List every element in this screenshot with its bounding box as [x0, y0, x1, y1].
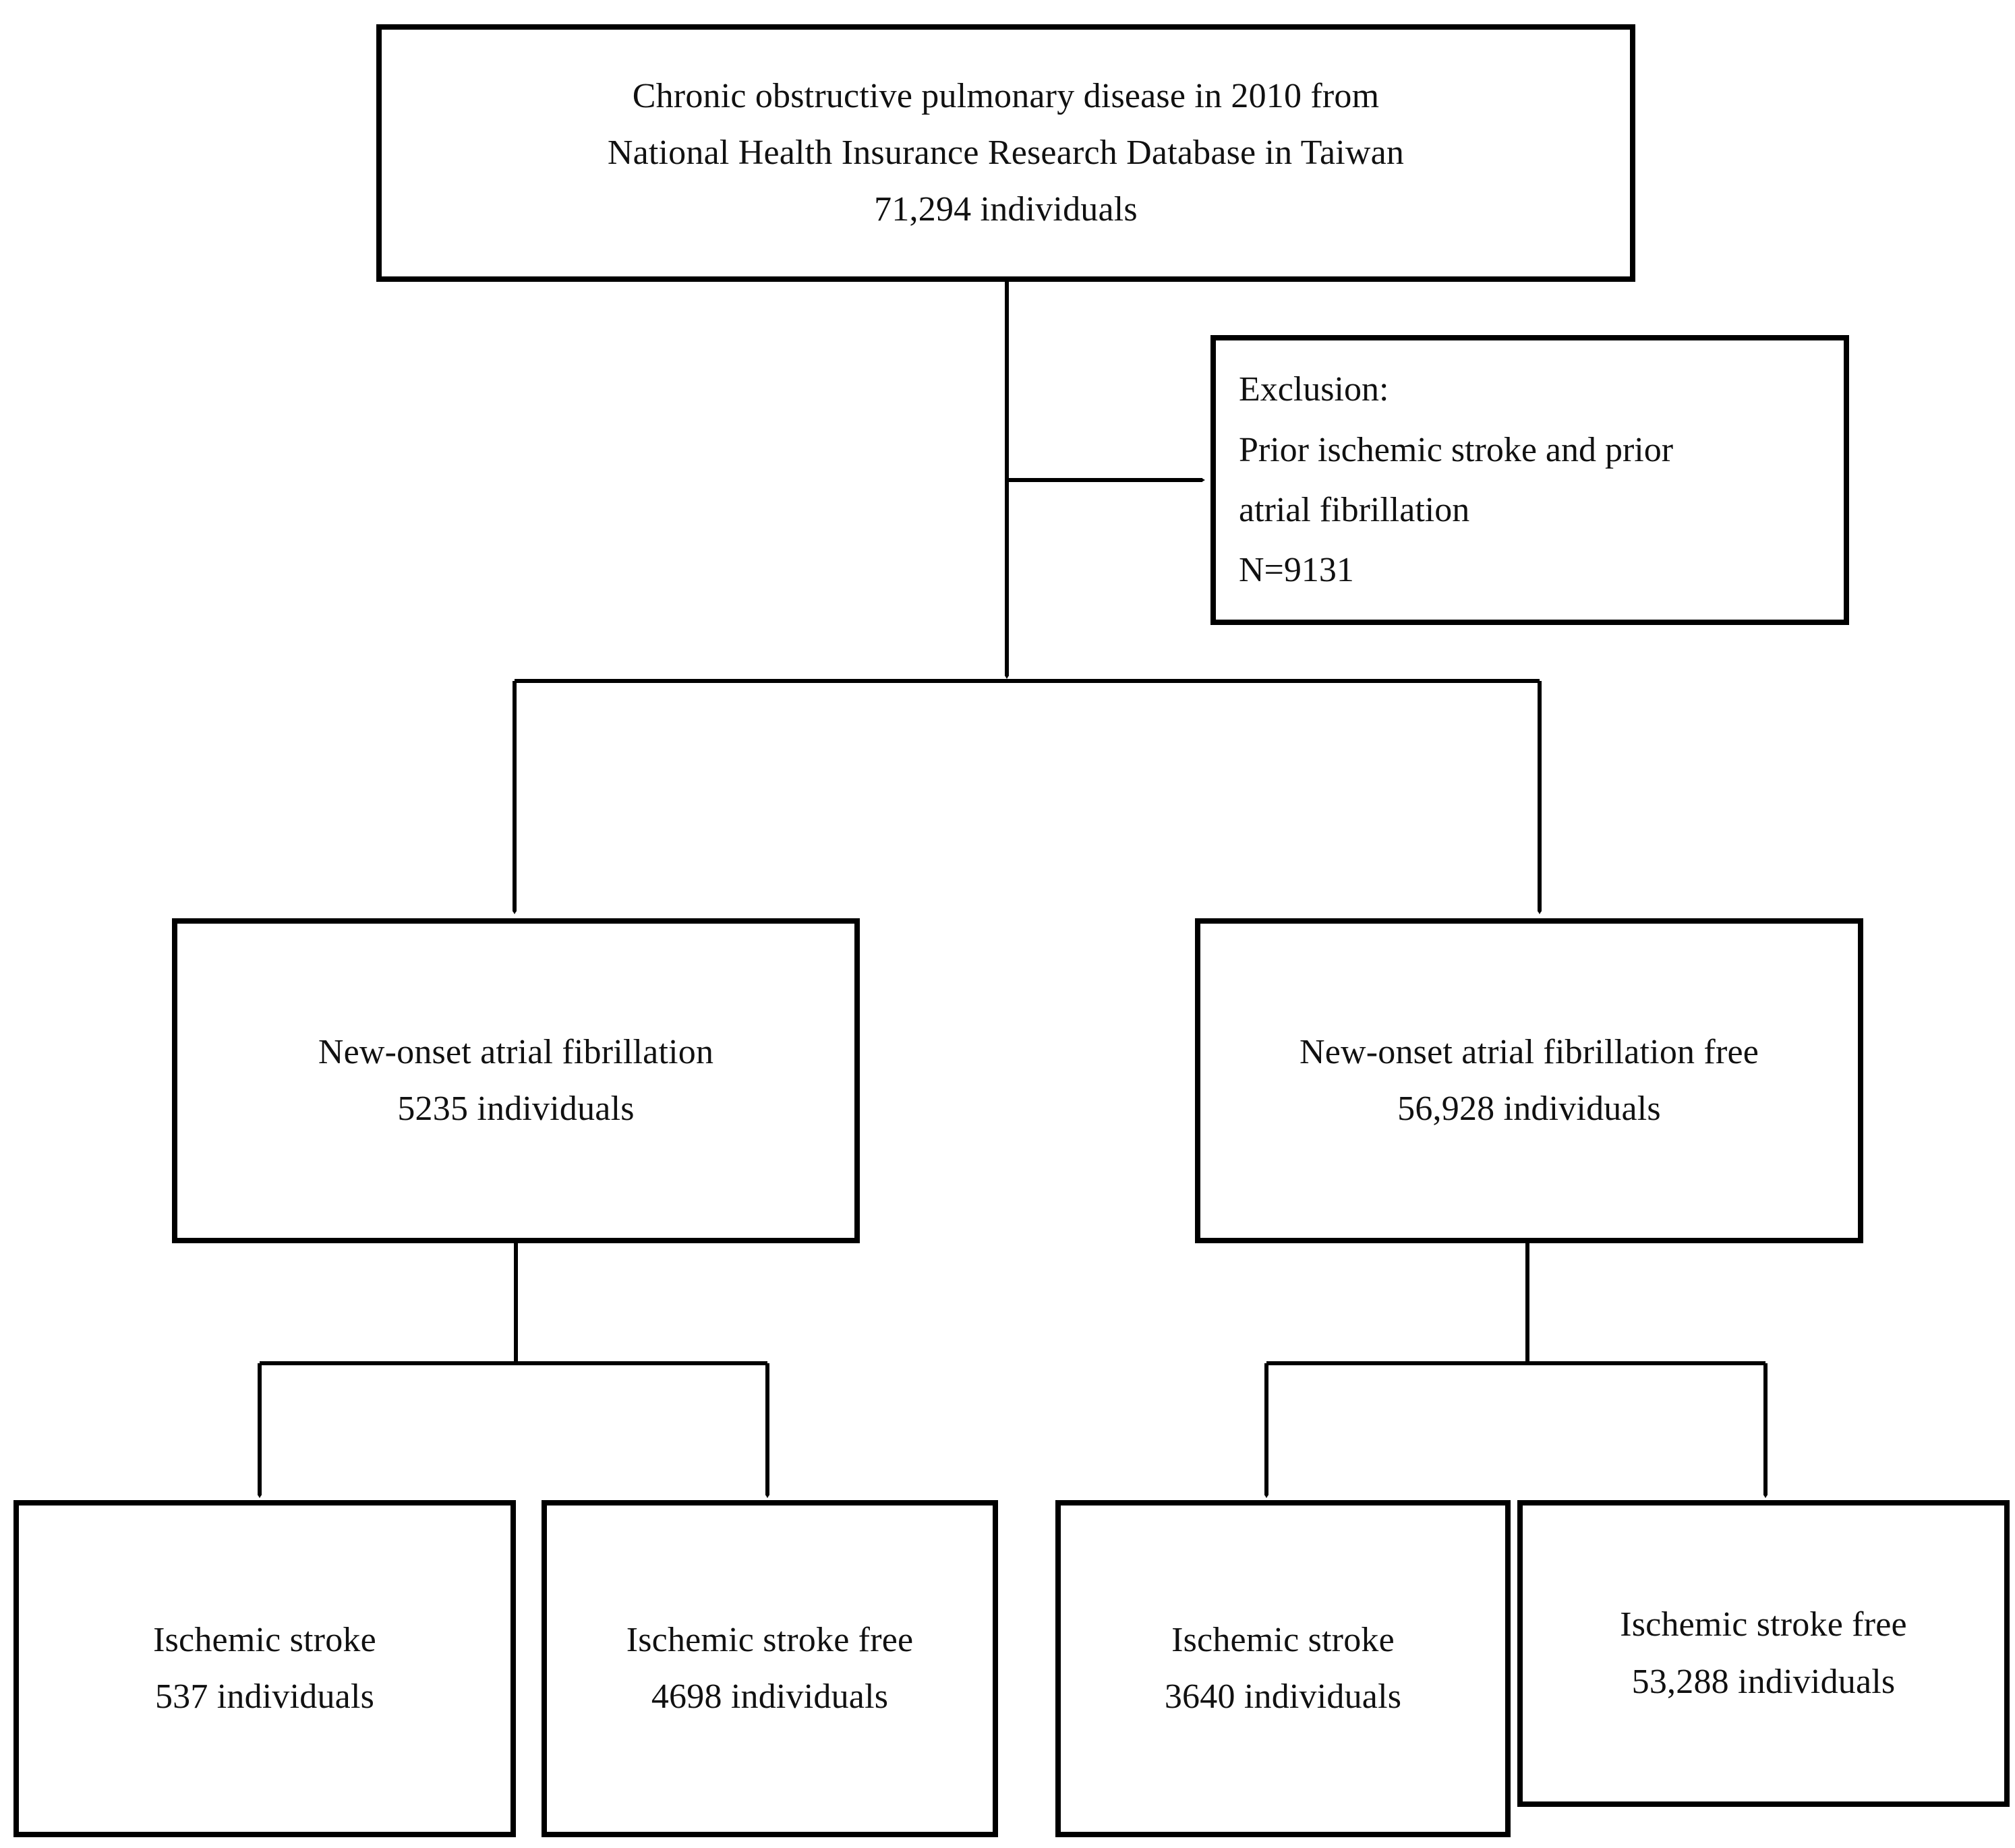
affree-ischemic-stroke-free-box: Ischemic stroke free 53,288 individuals [1517, 1500, 2010, 1807]
new-onset-af-box: New-onset atrial fibrillation 5235 indiv… [172, 918, 860, 1243]
affree-ischemic-stroke-line-1: Ischemic stroke [1171, 1620, 1395, 1659]
exclusion-line-2: Prior ischemic stroke and prior [1239, 430, 1674, 469]
exclusion-box: Exclusion: Prior ischemic stroke and pri… [1210, 335, 1849, 625]
af-ischemic-stroke-line-1: Ischemic stroke [153, 1620, 376, 1659]
affree-ischemic-stroke-box: Ischemic stroke 3640 individuals [1055, 1500, 1511, 1837]
af-ischemic-stroke-box: Ischemic stroke 537 individuals [13, 1500, 516, 1837]
affree-ischemic-stroke-free-line-2: 53,288 individuals [1631, 1662, 1896, 1701]
new-onset-af-line-2: 5235 individuals [397, 1090, 635, 1128]
exclusion-line-3: atrial fibrillation [1239, 491, 1470, 529]
new-onset-af-free-box: New-onset atrial fibrillation free 56,92… [1195, 918, 1863, 1243]
af-ischemic-stroke-free-line-1: Ischemic stroke free [626, 1620, 914, 1659]
exclusion-line-1: Exclusion: [1239, 370, 1389, 409]
exclusion-line-4: N=9131 [1239, 551, 1354, 590]
affree-ischemic-stroke-free-line-1: Ischemic stroke free [1620, 1605, 1907, 1644]
cohort-line-3: 71,294 individuals [874, 190, 1138, 229]
new-onset-af-free-line-2: 56,928 individuals [1397, 1090, 1661, 1128]
af-ischemic-stroke-free-line-2: 4698 individuals [651, 1677, 889, 1716]
cohort-box: Chronic obstructive pulmonary disease in… [376, 24, 1635, 282]
af-ischemic-stroke-free-box: Ischemic stroke free 4698 individuals [542, 1500, 998, 1837]
cohort-line-1: Chronic obstructive pulmonary disease in… [632, 76, 1380, 115]
affree-ischemic-stroke-line-2: 3640 individuals [1164, 1677, 1402, 1716]
new-onset-af-line-1: New-onset atrial fibrillation [318, 1032, 714, 1071]
af-ischemic-stroke-line-2: 537 individuals [154, 1677, 375, 1716]
cohort-line-2: National Health Insurance Research Datab… [607, 133, 1405, 172]
new-onset-af-free-line-1: New-onset atrial fibrillation free [1299, 1032, 1759, 1071]
